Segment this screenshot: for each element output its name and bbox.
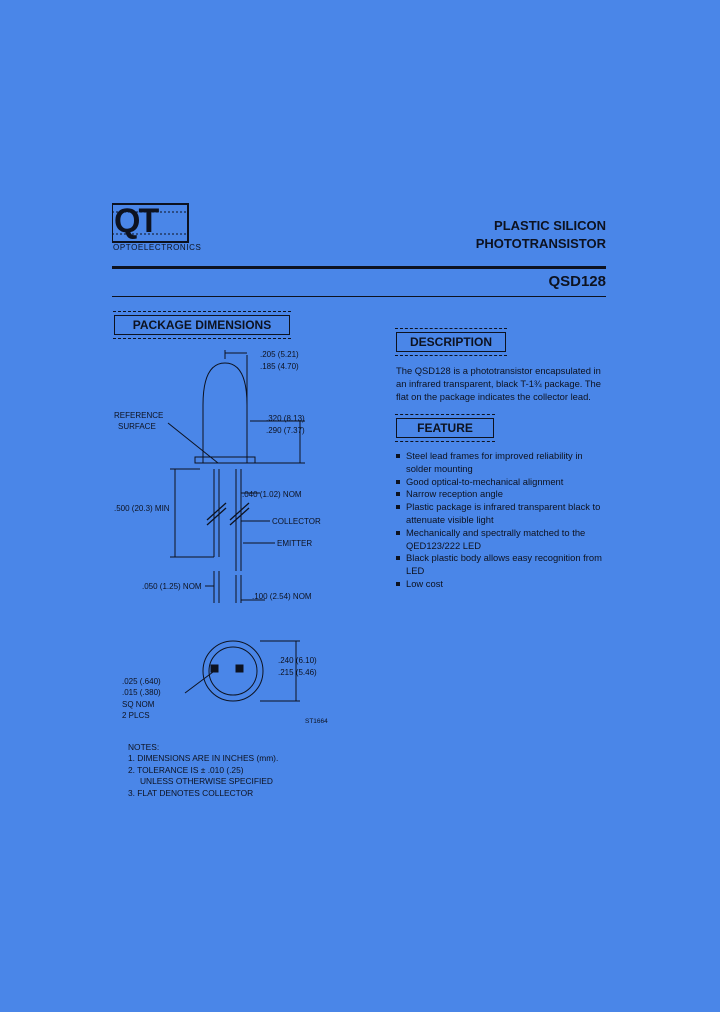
- bullet-icon: [396, 479, 400, 484]
- feature-item: Narrow reception angle: [396, 488, 610, 501]
- logo-letters: QT: [114, 202, 159, 240]
- feature-item: Black plastic body allows easy recogniti…: [396, 552, 610, 578]
- description-line-1: The QSD128 is a phototransistor encapsul…: [396, 365, 601, 376]
- package-dimensions-heading: PACKAGE DIMENSIONS: [113, 311, 291, 339]
- bullet-icon: [396, 492, 400, 497]
- reference-label-2: SURFACE: [118, 422, 156, 431]
- note-1: 1. DIMENSIONS ARE IN INCHES (mm).: [128, 753, 279, 764]
- title-line-2: PHOTOTRANSISTOR: [475, 236, 606, 251]
- square-nom-label: SQ NOM: [122, 700, 155, 709]
- bullet-icon: [396, 530, 400, 535]
- part-number: QSD128: [548, 273, 606, 290]
- logo-subtitle: OPTOELECTRONICS: [113, 243, 202, 252]
- feature-item: Plastic package is infrared transparent …: [396, 501, 610, 527]
- square-dim-2: .015 (.380): [122, 688, 161, 697]
- feature-item: Low cost: [396, 578, 610, 591]
- description-heading: DESCRIPTION: [395, 328, 507, 356]
- body-dimension-2: .290 (7.37): [266, 426, 305, 435]
- note-3: 3. FLAT DENOTES COLLECTOR: [128, 787, 254, 798]
- feature-heading: FEATURE: [395, 414, 495, 442]
- title-line-1: PLASTIC SILICON: [494, 218, 606, 233]
- top-dimension-1: .205 (5.21): [260, 350, 299, 359]
- led-body-outline: [202, 362, 248, 463]
- description-line-2: an infrared transparent, black T-1¾ pack…: [396, 378, 601, 389]
- body-dimension-1: .320 (8.13): [266, 414, 305, 423]
- feature-item: Mechanically and spectrally matched to t…: [396, 527, 610, 553]
- description-line-3: flat on the package indicates the collec…: [396, 391, 591, 402]
- notes-title: NOTES:: [128, 742, 160, 752]
- lead-spacing-label: .100 (2.54) NOM: [252, 592, 312, 601]
- drawing-number: ST1664: [305, 718, 328, 725]
- lead-nom-label: .050 (1.25) NOM: [142, 582, 202, 591]
- feature-item: Good optical-to-mechanical alignment: [396, 476, 610, 489]
- square-dim-1: .025 (.640): [122, 677, 161, 686]
- lead-width-label: .040 (1.02) NOM: [242, 490, 302, 499]
- bullet-icon: [396, 505, 400, 510]
- bullet-icon: [396, 454, 400, 458]
- package-drawing: .205 (5.21) .185 (4.70) .320 (8.13) .290…: [114, 350, 328, 725]
- description-text: The QSD128 is a phototransistor encapsul…: [396, 364, 612, 403]
- top-dimension-2: .185 (4.70): [260, 362, 299, 371]
- feature-list: Steel lead frames for improved reliabili…: [396, 450, 610, 591]
- plcs-label: 2 PLCS: [122, 711, 150, 720]
- note-2-continued: UNLESS OTHERWISE SPECIFIED: [140, 776, 273, 787]
- collector-label: COLLECTOR: [272, 517, 321, 526]
- company-logo: [111, 200, 192, 256]
- diameter-2: .215 (5.46): [278, 668, 317, 677]
- lead-length-label: .500 (20.3) MIN: [114, 504, 170, 513]
- bullet-icon: [396, 581, 400, 586]
- note-2: 2. TOLERANCE IS ± .010 (.25): [128, 764, 244, 775]
- diameter-1: .240 (6.10): [278, 656, 317, 665]
- emitter-label: EMITTER: [277, 539, 312, 548]
- header-rule-thin: [112, 296, 606, 297]
- bullet-icon: [396, 556, 400, 561]
- header-rule: [112, 266, 606, 269]
- logo-graphic: [111, 203, 189, 243]
- feature-item: Steel lead frames for improved reliabili…: [396, 450, 610, 476]
- notes-block: NOTES: 1. DIMENSIONS ARE IN INCHES (mm).…: [128, 742, 278, 799]
- reference-label-1: REFERENCE: [114, 411, 163, 420]
